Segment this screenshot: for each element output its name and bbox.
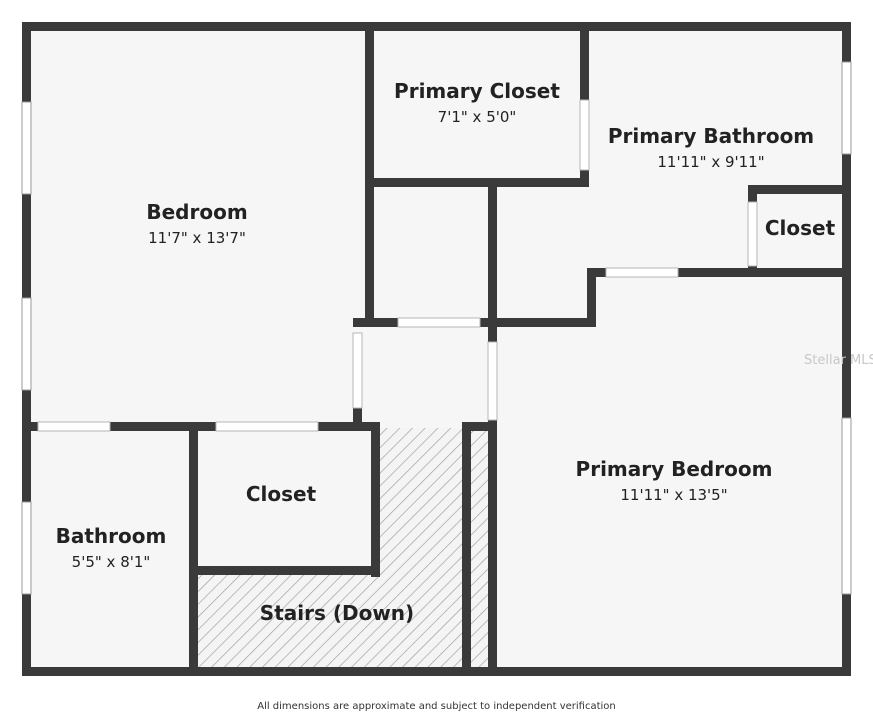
door-primary-closet [579,99,590,171]
room-name-primary-closet: Primary Closet [394,79,560,103]
door-hall-linen [397,317,481,328]
room-dims-bedroom: 11'7" x 13'7" [148,229,246,247]
room-name-bedroom: Bedroom [146,200,247,224]
door-bathroom [37,421,111,432]
stairs-area [197,428,465,670]
stairs-rail-area [471,428,490,670]
room-name-bathroom: Bathroom [56,524,167,548]
room-name-closet-right: Closet [765,216,836,240]
room-name-primary-bedroom: Primary Bedroom [576,457,773,481]
windows [21,61,852,595]
door-primary-bathroom [605,267,679,278]
window-bedroom-upper [21,101,32,195]
door-bedroom [352,332,363,409]
room-name-stairs: Stairs (Down) [260,601,414,625]
window-primary-bedroom [841,417,852,595]
door-right-closet [747,201,758,267]
room-dims-bathroom: 5'5" x 8'1" [72,553,151,571]
window-primary-bathroom [841,61,852,155]
room-name-primary-bathroom: Primary Bathroom [608,124,814,148]
door-openings [37,99,758,432]
room-name-closet-center: Closet [246,482,317,506]
room-dims-primary-bedroom: 11'11" x 13'5" [620,486,727,504]
room-dims-primary-bathroom: 11'11" x 9'11" [657,153,764,171]
watermark: Stellar MLS [804,353,873,368]
window-bathroom [21,501,32,595]
door-center-closet [215,421,319,432]
window-bedroom-lower [21,297,32,391]
room-dims-primary-closet: 7'1" x 5'0" [438,108,517,126]
footer-disclaimer: All dimensions are approximate and subje… [257,701,616,712]
door-primary-bedroom [487,341,498,421]
